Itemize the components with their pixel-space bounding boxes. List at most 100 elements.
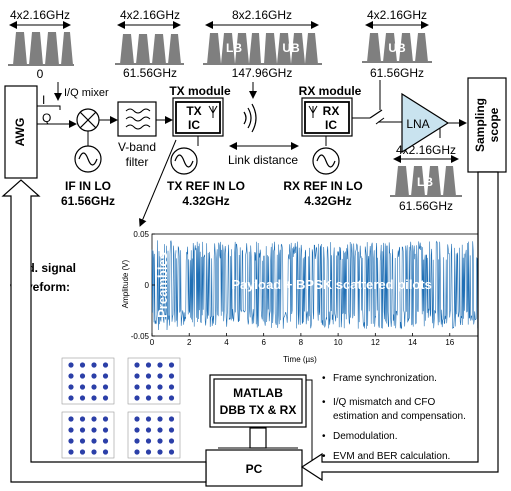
x-tick-label: 14: [408, 338, 417, 347]
rx-lo-oscillator: [312, 147, 340, 175]
svg-text:•: •: [322, 373, 326, 384]
preambles-label: Preambles: [155, 252, 170, 318]
constellation-point: [91, 384, 97, 390]
constellation-point: [68, 449, 74, 455]
constellation-point: [145, 362, 152, 368]
tx-module-label: TX module: [169, 84, 231, 98]
spectrum-lb-tag: LB: [417, 175, 433, 189]
constellation-point: [91, 449, 97, 455]
rx-module-label: RX module: [299, 84, 362, 98]
spectrum-lb-freq: 61.56GHz: [399, 199, 453, 213]
spectrum-rf-label: 8x2.16GHz: [232, 8, 292, 22]
if-lo-freq: 61.56GHz: [61, 194, 115, 208]
constellation-point: [102, 384, 109, 390]
wireless-waves-icon: [243, 103, 257, 133]
bullet-item: EVM and BER calculation.: [333, 451, 450, 462]
constellation-point: [145, 427, 152, 433]
constellation-point: [91, 373, 97, 379]
matlab-label: MATLAB: [233, 386, 283, 400]
y-tick-label: 0.05: [133, 230, 149, 239]
spectrum-ub-channels: [367, 33, 428, 62]
pc-label: PC: [246, 462, 263, 476]
waveform-series-0: [151, 240, 177, 331]
constellation-point: [79, 416, 86, 422]
matlab-sublabel: DBB TX & RX: [220, 403, 297, 417]
spectrum-baseband-channels: [13, 32, 73, 65]
spectrum-if-channels: [120, 34, 181, 64]
constellation-point: [168, 416, 175, 422]
constellation-point: [157, 449, 163, 455]
spectrum-lb: 4x2.16GHz LB 61.56GHz: [390, 143, 462, 213]
constellation-point: [157, 438, 163, 444]
constellation-point: [102, 373, 109, 379]
constellation-point: [168, 438, 175, 444]
constellation-point: [145, 449, 152, 455]
constellation-point: [134, 395, 140, 401]
spectrum-baseband-label: 4x2.16GHz: [10, 8, 70, 22]
constellation-point: [68, 395, 74, 401]
rx-lo-freq: 4.32GHz: [304, 194, 351, 208]
constellation-point: [102, 449, 109, 455]
tx-ic-sub: IC: [188, 118, 200, 132]
constellation-point: [145, 384, 152, 390]
tx-module: TX IC: [172, 97, 224, 137]
svg-text:•: •: [322, 451, 326, 462]
vband-label: V-band: [118, 140, 156, 154]
constellation-point: [157, 395, 163, 401]
constellation-point: [168, 384, 175, 390]
constellation-point: [134, 438, 140, 444]
constellation-point: [91, 438, 97, 444]
constellation-point: [157, 384, 163, 390]
svg-text:•: •: [322, 431, 326, 442]
feedback-arrow-scope-to-pc: [300, 171, 499, 482]
scope-label-2: scope: [487, 107, 501, 142]
if-lo-oscillator: [74, 145, 102, 173]
x-tick-label: 2: [187, 338, 192, 347]
constellation-point: [91, 395, 97, 401]
waveform-ylabel: Amplitude (V): [121, 259, 130, 308]
constellation-point: [145, 438, 152, 444]
constellation-point: [145, 373, 152, 379]
constellation-point: [79, 395, 86, 401]
bullet-item: Demodulation.: [333, 431, 397, 442]
rx-ic-sub: IC: [325, 118, 337, 132]
scope-label-1: Sampling: [473, 98, 487, 152]
constellation-point: [79, 373, 86, 379]
iq-mixer-symbol: [76, 108, 100, 132]
spectrum-if: 4x2.16GHz 61.56GHz: [115, 8, 184, 80]
lna-amplifier: LNA: [401, 92, 450, 154]
feedback-arrow-pc-to-awg: [1, 179, 207, 483]
constellation-point: [68, 373, 74, 379]
constellation-point: [102, 427, 109, 433]
awg-label: AWG: [13, 118, 27, 147]
spectrum-ub-tag: UB: [388, 41, 406, 55]
tx-ic-label: TX: [186, 104, 201, 118]
q-label: Q: [42, 111, 51, 125]
constellation-point: [134, 373, 140, 379]
spectrum-rf-ub: UB: [282, 41, 300, 55]
constellation-point: [168, 362, 175, 368]
constellation-point: [157, 373, 163, 379]
x-tick-label: 8: [299, 338, 304, 347]
constellation-point: [168, 395, 175, 401]
spectrum-rf-freq: 147.96GHz: [232, 66, 293, 80]
constellation-point: [68, 438, 74, 444]
x-tick-label: 12: [371, 338, 380, 347]
constellation-point: [68, 416, 74, 422]
spectrum-rf-lb: LB: [226, 41, 242, 55]
spectrum-baseband-freq: 0: [37, 67, 44, 81]
constellation-point: [134, 449, 140, 455]
constellation-point: [134, 384, 140, 390]
constellation-point: [91, 362, 97, 368]
constellation-point: [134, 427, 140, 433]
y-tick-label: 0: [145, 281, 150, 290]
svg-text:•: •: [322, 397, 326, 408]
rx-ic-label: RX: [323, 104, 340, 118]
constellation-diagrams: [61, 357, 181, 459]
spectrum-baseband: 4x2.16GHz 0: [8, 8, 74, 81]
constellation-point: [168, 373, 175, 379]
constellation-point: [102, 395, 109, 401]
constellation-point: [91, 427, 97, 433]
if-lo-label: IF IN LO: [65, 179, 111, 193]
constellation-point: [79, 384, 86, 390]
